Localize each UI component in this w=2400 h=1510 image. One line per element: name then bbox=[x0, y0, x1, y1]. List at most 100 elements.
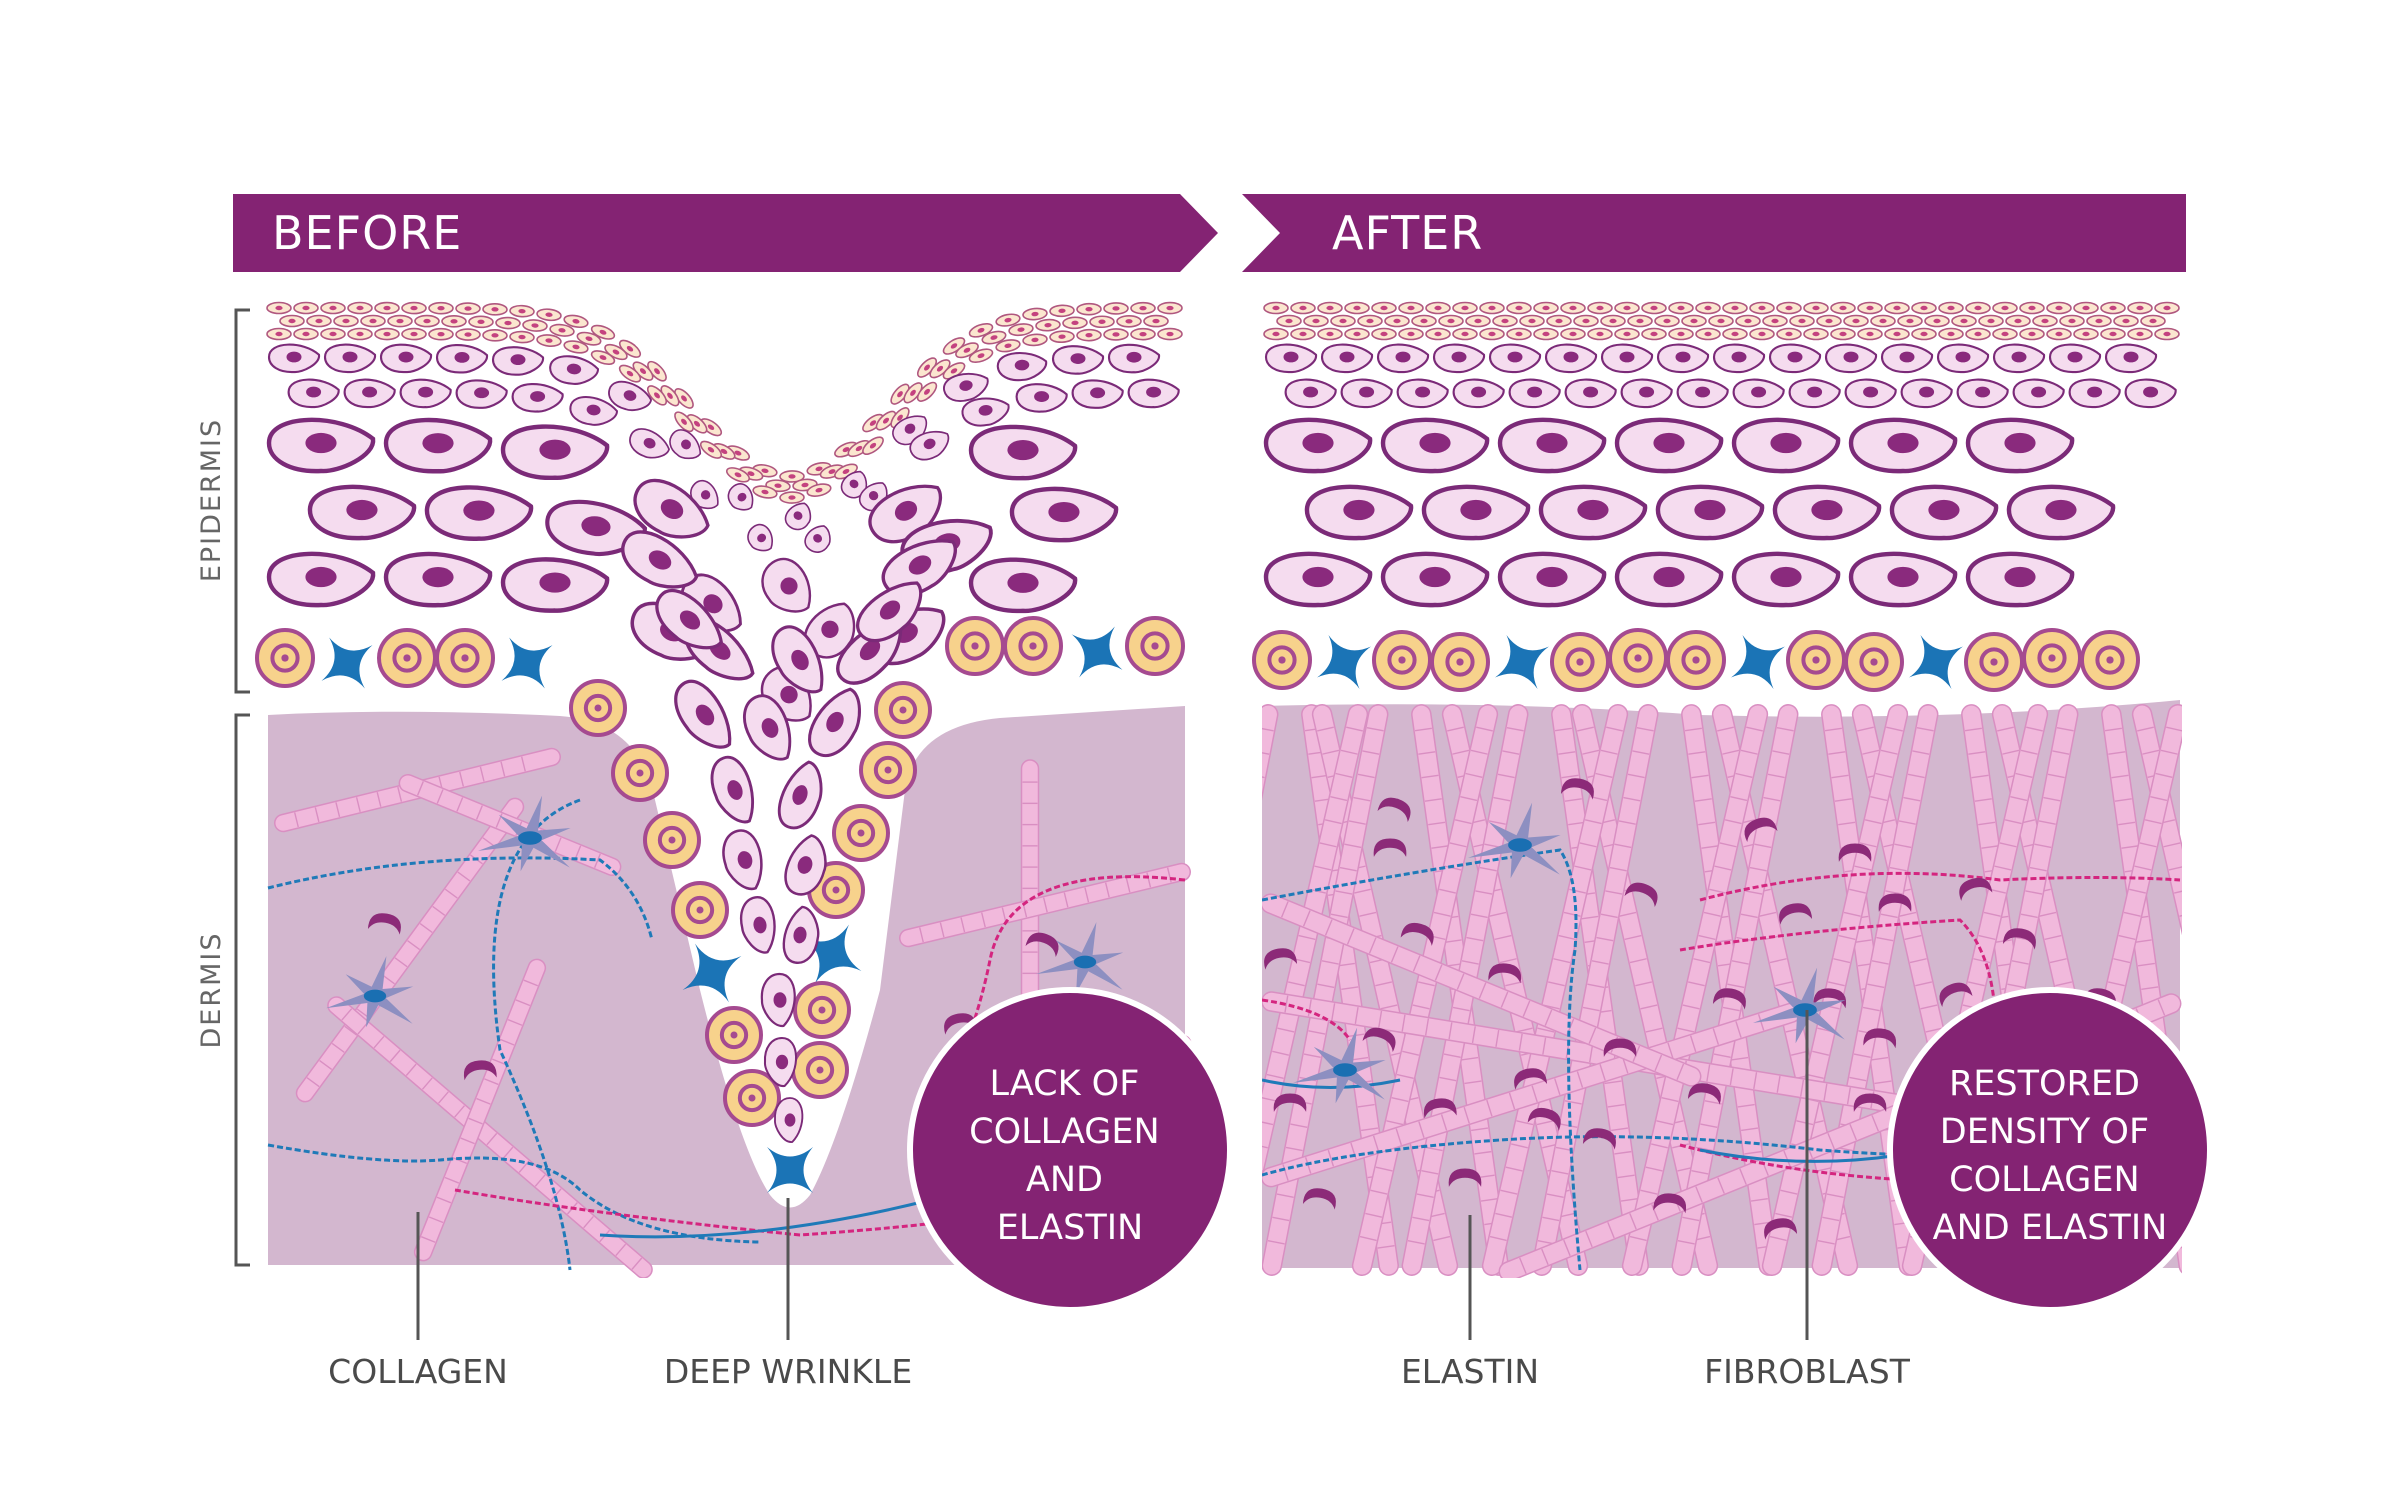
keratinocyte-cell bbox=[435, 343, 489, 374]
fibroblast-cell bbox=[1468, 802, 1561, 879]
keratinocyte-cell bbox=[1304, 484, 1414, 541]
keratinocyte-cell bbox=[1497, 417, 1607, 474]
elastin-fiber-blue bbox=[599, 1198, 931, 1239]
flat-cell bbox=[1803, 327, 1829, 341]
cell-nucleus bbox=[286, 351, 302, 363]
melanocyte-cross bbox=[1909, 635, 1963, 689]
flat-cell bbox=[674, 387, 694, 409]
flat-cell bbox=[2100, 301, 2126, 315]
keratinocyte-cell bbox=[323, 343, 377, 374]
keratinocyte-cell bbox=[747, 523, 773, 552]
elastin-fiber-blue bbox=[1262, 1078, 1401, 1089]
flat-cell bbox=[590, 350, 616, 366]
keratinocyte-cell bbox=[569, 396, 619, 426]
keratinocyte-cell bbox=[1731, 417, 1841, 474]
flat-cell bbox=[455, 328, 481, 341]
flat-cell bbox=[1062, 316, 1088, 330]
flat-cell bbox=[1911, 301, 1937, 315]
before-banner-shape bbox=[233, 194, 1218, 272]
cell-nucleus bbox=[1955, 351, 1971, 363]
flat-cell bbox=[1344, 327, 1370, 341]
flat-cell bbox=[468, 315, 494, 329]
flat-cell bbox=[1884, 327, 1910, 341]
keratinocyte-cell bbox=[1936, 343, 1990, 374]
flat-cell bbox=[482, 303, 508, 316]
flat-cell bbox=[1938, 327, 1964, 341]
cell-nucleus bbox=[305, 432, 337, 454]
keratinocyte-cell bbox=[710, 755, 755, 824]
collagen-fiber bbox=[1262, 893, 1702, 1087]
keratinocyte-cell bbox=[500, 557, 610, 613]
cell-nucleus bbox=[753, 916, 767, 934]
keratinocyte-cell bbox=[1051, 345, 1105, 375]
cell-nucleus bbox=[2045, 499, 2077, 521]
flat-cell bbox=[725, 467, 751, 483]
cell-nucleus bbox=[1583, 386, 1599, 398]
cell-nucleus bbox=[1577, 499, 1609, 521]
keratinocyte-cell bbox=[500, 424, 610, 480]
flat-cell bbox=[1749, 327, 1775, 341]
keratinocyte-cell bbox=[266, 551, 376, 608]
elastin-fiber-blue bbox=[267, 856, 654, 941]
flat-cell bbox=[320, 327, 346, 341]
flat-cell bbox=[509, 304, 535, 318]
dermis-label: DERMIS bbox=[196, 931, 227, 1048]
keratinocyte-cell bbox=[1264, 343, 1318, 374]
collagen-label: COLLAGEN bbox=[328, 1352, 508, 1391]
elastin-knot bbox=[1423, 1098, 1457, 1119]
flat-cell bbox=[1803, 301, 1829, 315]
flat-cell bbox=[1438, 314, 1464, 328]
keratinocyte-cell bbox=[2068, 378, 2121, 409]
cell-nucleus bbox=[362, 386, 378, 398]
keratinocyte-cell bbox=[803, 602, 856, 659]
keratinocyte-cell bbox=[1772, 484, 1882, 541]
fibroblast-cell bbox=[1036, 922, 1124, 994]
flat-cell bbox=[1951, 314, 1977, 328]
keratinocyte-cell bbox=[669, 429, 702, 460]
flat-cell bbox=[266, 301, 292, 315]
flat-cell bbox=[604, 343, 628, 361]
basal-cell bbox=[1252, 630, 1312, 690]
cell-nucleus bbox=[868, 490, 879, 501]
elastin-knot bbox=[1560, 778, 1594, 800]
cell-nucleus bbox=[879, 600, 901, 620]
keratinocyte-cell bbox=[763, 1036, 798, 1088]
elastin-knot bbox=[1362, 1027, 1396, 1052]
melanocyte-cross bbox=[1317, 635, 1371, 689]
basal-cell bbox=[1125, 616, 1185, 676]
cell-nucleus bbox=[2087, 386, 2103, 398]
after-banner-shape bbox=[1242, 194, 2186, 272]
keratinocyte-cell bbox=[1432, 343, 1486, 374]
collagen-fiber bbox=[1262, 704, 1389, 1276]
flat-cell bbox=[1116, 314, 1142, 328]
flat-cell bbox=[1884, 301, 1910, 315]
elastin-knot bbox=[1302, 1188, 1336, 1210]
keratinocyte-cell bbox=[804, 525, 831, 553]
cell-nucleus bbox=[784, 1113, 796, 1127]
keratinocyte-cell bbox=[1844, 378, 1897, 409]
cell-nucleus bbox=[959, 380, 973, 391]
flat-cell bbox=[1992, 327, 2018, 341]
after-callout-line-3: COLLAGEN bbox=[1949, 1160, 2140, 1200]
keratinocyte-cell bbox=[909, 430, 950, 461]
flat-cell bbox=[1371, 327, 1397, 341]
flat-cell bbox=[995, 339, 1021, 353]
basal-cell bbox=[611, 744, 669, 802]
cell-nucleus bbox=[793, 511, 803, 520]
keratinocyte-cell bbox=[690, 479, 719, 510]
after-callout-line-2: DENSITY OF bbox=[1940, 1112, 2149, 1152]
elastin-knot bbox=[1653, 1193, 1687, 1214]
flat-cell bbox=[1008, 323, 1034, 337]
cell-nucleus bbox=[1527, 386, 1543, 398]
cell-nucleus bbox=[454, 352, 470, 363]
elastin-fiber-blue bbox=[1262, 848, 1582, 1271]
cell-nucleus bbox=[623, 390, 637, 401]
flat-cell bbox=[1938, 301, 1964, 315]
cell-nucleus bbox=[700, 490, 711, 500]
flat-cell bbox=[699, 440, 723, 459]
flat-cell bbox=[374, 301, 400, 315]
keratinocyte-cell bbox=[2104, 343, 2158, 374]
keratinocyte-cell bbox=[1880, 343, 1934, 374]
flat-cell bbox=[1157, 301, 1183, 315]
basal-cell bbox=[793, 981, 851, 1039]
